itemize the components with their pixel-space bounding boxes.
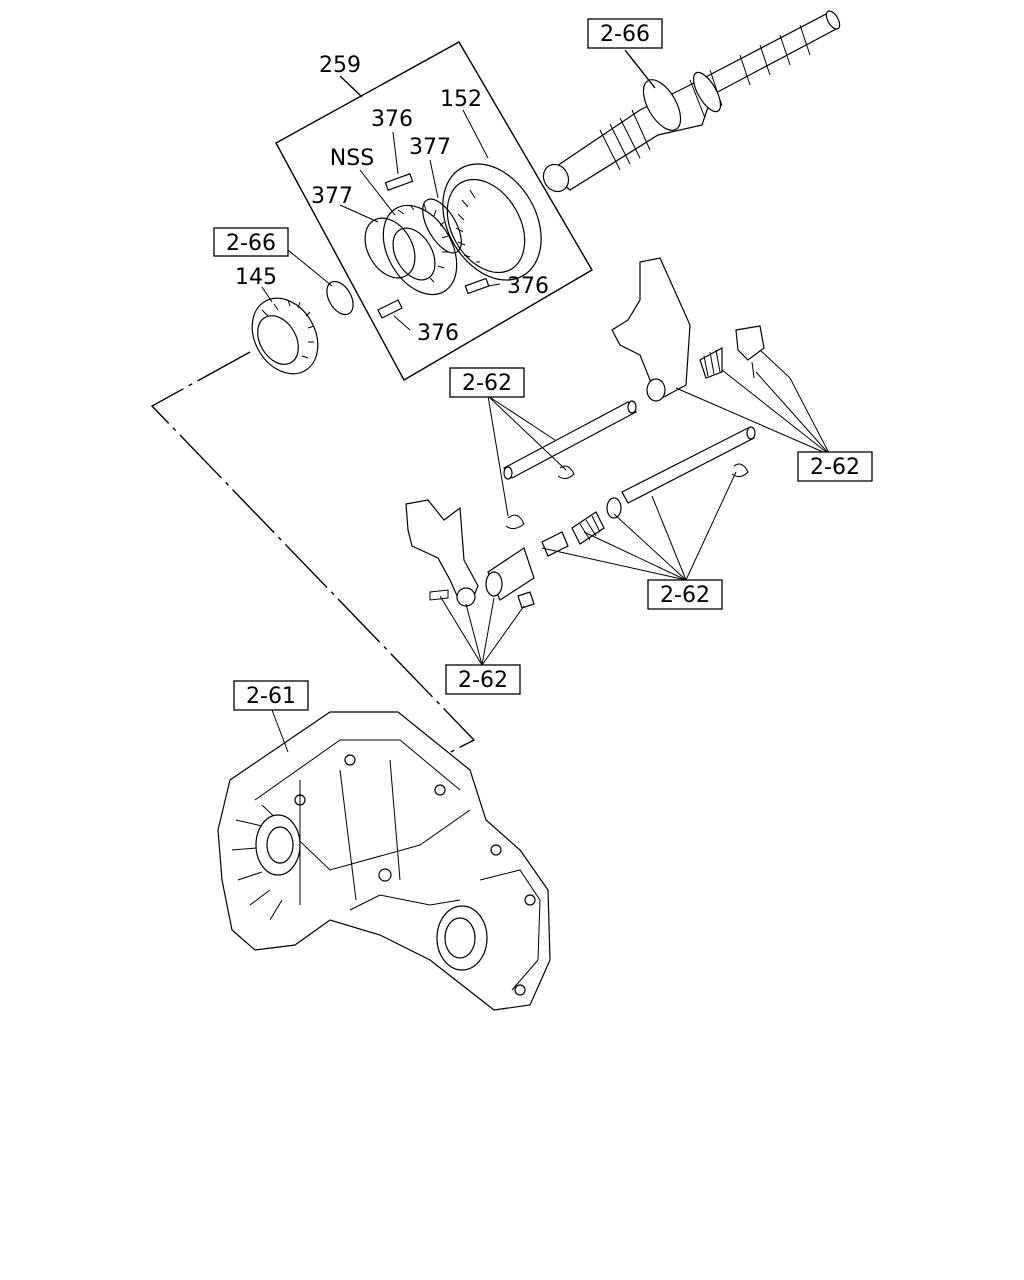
- leader-377-a: [429, 159, 439, 199]
- spring-376-bottom: [377, 299, 403, 319]
- leader-376-bottom: [393, 315, 411, 331]
- leader-377-b: [339, 204, 379, 223]
- key-376-right: [464, 277, 490, 295]
- shift-fork-lower: [405, 499, 535, 609]
- part-label-377-b: 377: [311, 184, 353, 209]
- ref-label: 2-62: [462, 371, 512, 396]
- shift-rod-lower: [505, 426, 756, 557]
- leader-2-61: [271, 709, 289, 753]
- shift-fork-upper: [611, 257, 791, 402]
- leader-376-right: [487, 283, 501, 287]
- ref-label: 2-62: [810, 455, 860, 480]
- ring-377-right: [422, 198, 462, 254]
- shift-rod-upper: [503, 400, 637, 480]
- leader-NSS: [359, 169, 396, 216]
- assembly-box-259: [275, 41, 593, 381]
- ref-box-2-62-upper[interactable]: 2-62: [449, 367, 525, 398]
- leader-259: [339, 75, 363, 98]
- sync-sleeve-152: [442, 163, 542, 281]
- transfer-case-housing: [217, 711, 551, 1011]
- ref-label: 2-62: [660, 583, 710, 608]
- leader-2-66-top: [624, 49, 656, 89]
- main-shaft: [542, 10, 841, 193]
- part-label-377-a: 377: [409, 135, 451, 160]
- ref-box-2-66-left[interactable]: 2-66: [213, 227, 289, 257]
- leader-145: [261, 286, 273, 303]
- part-label-145: 145: [235, 265, 277, 290]
- ref-box-2-62-lower[interactable]: 2-62: [445, 664, 521, 695]
- leaders-2-62-right: [675, 369, 831, 456]
- part-label-376-top: 376: [371, 107, 413, 132]
- leaders-2-62-lower: [439, 595, 525, 666]
- ref-box-2-66-top[interactable]: 2-66: [587, 18, 663, 49]
- alignment-line: [150, 351, 476, 756]
- snap-ring: [326, 280, 354, 316]
- ref-box-2-62-mid[interactable]: 2-62: [647, 579, 723, 610]
- part-label-376-right: 376: [507, 274, 549, 299]
- part-label-152: 152: [440, 87, 482, 112]
- leader-152: [462, 109, 489, 159]
- part-label-376-bottom: 376: [417, 321, 459, 346]
- ref-label: 2-66: [226, 231, 276, 256]
- leader-2-66-left: [287, 249, 333, 287]
- ref-label: 2-62: [458, 668, 508, 693]
- leaders-2-62-upper: [487, 395, 567, 517]
- part-label-259: 259: [319, 53, 361, 78]
- ref-label: 2-61: [246, 684, 296, 709]
- gear-145: [251, 297, 319, 375]
- key-376-top: [384, 173, 414, 191]
- leader-376-top: [392, 131, 399, 175]
- ref-box-2-62-right[interactable]: 2-62: [797, 451, 873, 482]
- leaders-2-62-mid: [541, 471, 737, 581]
- part-label-NSS: NSS: [330, 146, 374, 171]
- ref-label: 2-66: [600, 22, 650, 47]
- ref-box-2-61[interactable]: 2-61: [233, 680, 309, 711]
